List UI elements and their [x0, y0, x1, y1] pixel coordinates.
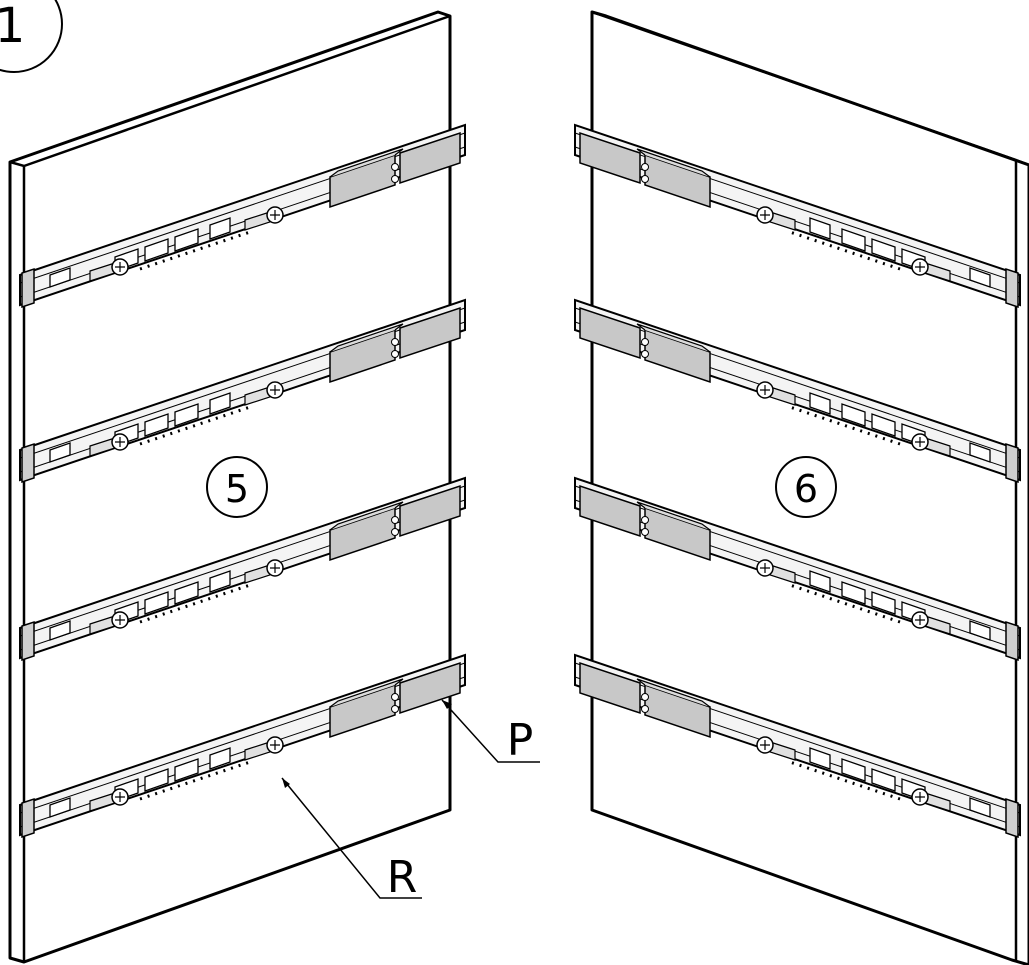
right-panel-label: 6	[775, 456, 837, 518]
arrow-head-icon	[442, 700, 452, 709]
callout-p: P	[441, 699, 540, 766]
callout-r: R	[281, 777, 422, 903]
callout-r-letter: R	[387, 852, 418, 903]
left-panel-number: 5	[225, 467, 249, 511]
step-number: 1	[0, 0, 25, 54]
left-panel-label: 5	[206, 456, 268, 518]
right-panel-number: 6	[794, 467, 818, 511]
callout-p-letter: P	[507, 715, 534, 766]
step-marker: 1	[0, 0, 63, 73]
arrow-head-icon	[282, 778, 290, 788]
